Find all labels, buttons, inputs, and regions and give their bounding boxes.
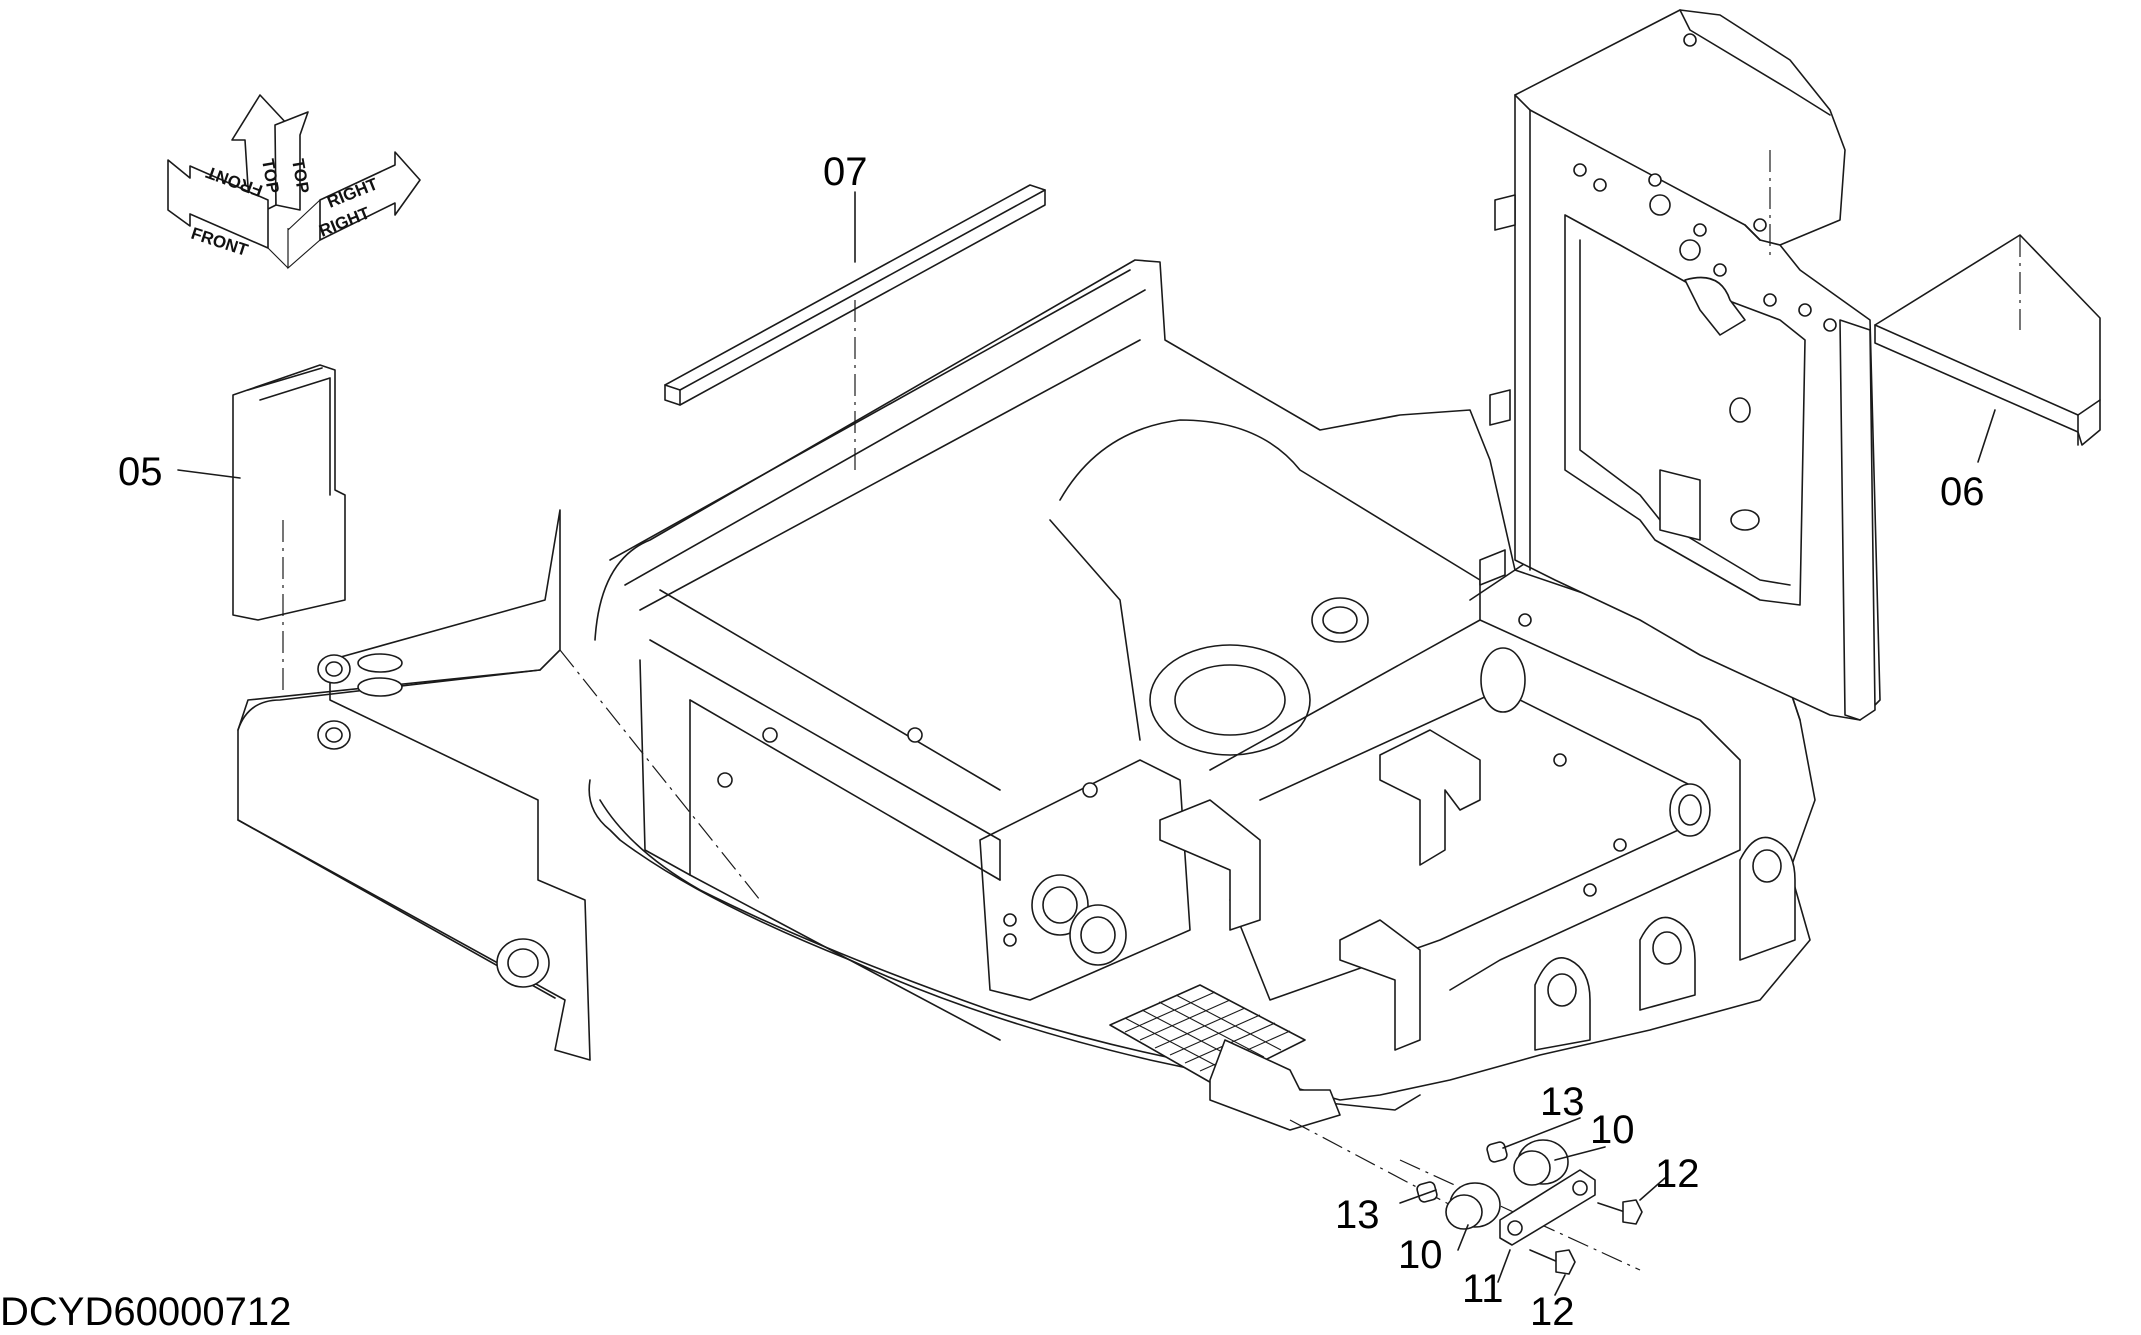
callout-12-upper: 12 <box>1655 1152 1700 1196</box>
part-06-sheet <box>1874 234 2101 446</box>
rubber-mount-10-lower <box>1445 1182 1501 1230</box>
bushing-13-upper <box>1486 1141 1508 1163</box>
rubber-mount-10-upper <box>1513 1139 1569 1186</box>
leader-lines <box>177 191 1996 1296</box>
callout-13-lower: 13 <box>1335 1193 1380 1237</box>
callout-11: 11 <box>1462 1267 1504 1311</box>
front-cover-panel <box>237 509 761 1061</box>
callout-10-lower: 10 <box>1398 1233 1443 1277</box>
revolving-frame <box>588 259 1816 1131</box>
callout-05: 05 <box>118 450 163 494</box>
callout-06: 06 <box>1940 470 1985 514</box>
bushing-13-lower <box>1416 1181 1438 1203</box>
bolt-12-lower <box>1529 1249 1576 1275</box>
orientation-indicator-icon: FRONT FRONT TOP TOP RIGHT RIGHT <box>167 94 421 270</box>
hardware-assembly <box>1289 1119 1643 1275</box>
upright-rear-frame <box>1479 9 1881 721</box>
callout-13-upper: 13 <box>1540 1080 1585 1124</box>
plate-11 <box>1499 1169 1596 1246</box>
bolt-12-upper <box>1597 1199 1643 1225</box>
callout-10-upper: 10 <box>1590 1108 1635 1152</box>
callouts: 05 07 06 13 10 12 13 10 11 12 <box>118 150 1985 1334</box>
callout-07: 07 <box>823 150 868 194</box>
callout-12-lower: 12 <box>1530 1290 1575 1334</box>
drawing-id: DCYD60000712 <box>0 1290 291 1334</box>
part-07-strip <box>664 184 1046 470</box>
